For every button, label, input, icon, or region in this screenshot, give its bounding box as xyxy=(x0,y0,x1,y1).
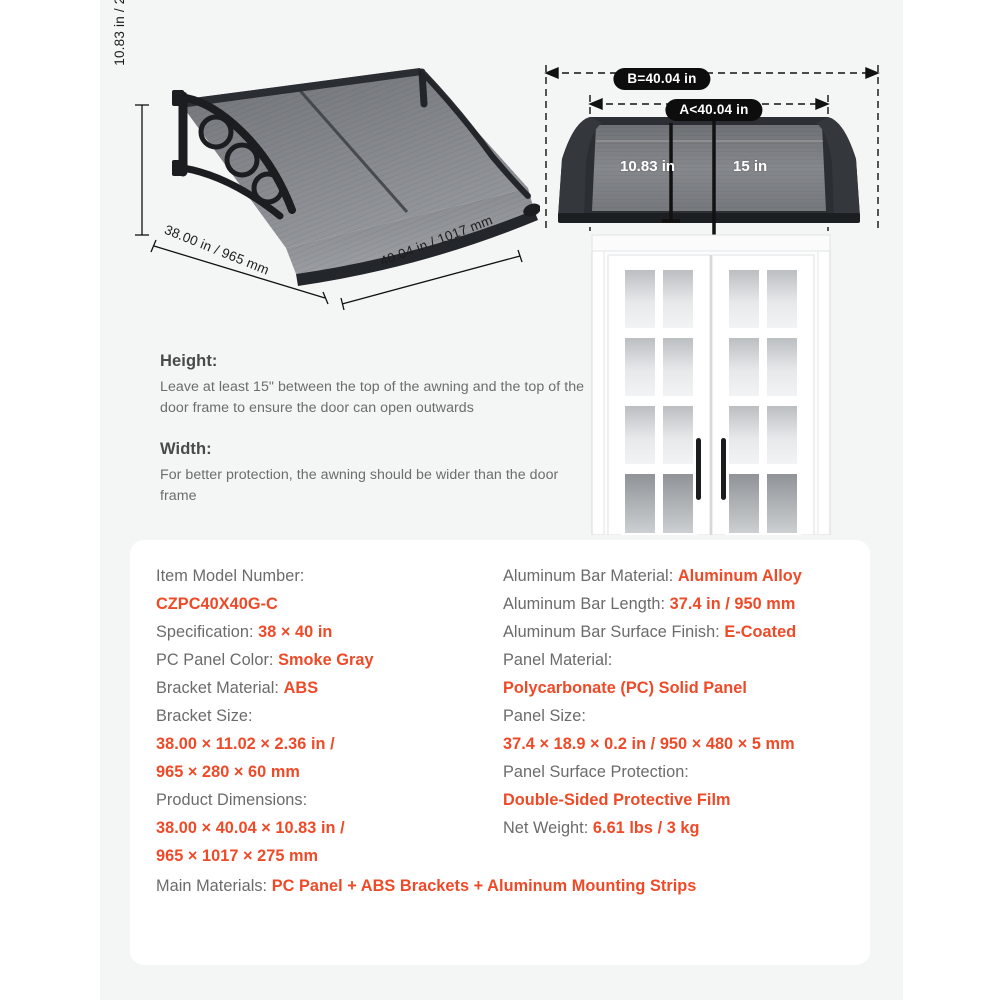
main-materials-value: PC Panel + ABS Brackets + Aluminum Mount… xyxy=(271,877,697,896)
installation-instructions: Height: Leave at least 15" between the t… xyxy=(160,352,590,506)
dimension-lines xyxy=(135,104,523,310)
right-bracket xyxy=(418,68,531,199)
spec-label: Bracket Material: xyxy=(156,679,284,698)
specifications-card: Item Model Number: CZPC40X40G-C Specificat… xyxy=(130,540,870,965)
right-row: Panel Size: xyxy=(503,702,844,730)
right-row: Aluminum Bar Material: Aluminum Alloy xyxy=(503,562,844,590)
left-bracket xyxy=(172,90,296,220)
spec-value: Smoke Gray xyxy=(278,651,374,670)
main-materials-label: Main Materials: xyxy=(156,877,272,896)
spec-label: Aluminum Bar Length: xyxy=(503,595,670,614)
dimension-badge-a: A<40.04 in xyxy=(665,99,763,121)
right-row: Net Weight: 6.61 lbs / 3 kg xyxy=(503,814,844,842)
spec-value: 38.00 × 40.04 × 10.83 in / xyxy=(156,819,345,838)
awning-clearance-label: 15 in xyxy=(733,158,768,175)
spec-value: 37.4 in / 950 mm xyxy=(669,595,796,614)
right-row: Aluminum Bar Surface Finish: E-Coated xyxy=(503,618,844,646)
left-row: 38.00 × 11.02 × 2.36 in / xyxy=(156,730,497,758)
spec-label: Aluminum Bar Material: xyxy=(503,567,678,585)
left-leaf-panes xyxy=(621,266,697,535)
spec-label: Aluminum Bar Surface Finish: xyxy=(503,623,725,642)
right-row: Panel Surface Protection: xyxy=(503,758,844,786)
right-row: Double-Sided Protective Film xyxy=(503,786,844,814)
spec-label: Panel Size: xyxy=(503,707,586,726)
french-door xyxy=(591,234,831,535)
right-row: Polycarbonate (PC) Solid Panel xyxy=(503,674,844,702)
spec-value: CZPC40X40G-C xyxy=(156,595,278,614)
left-row: Item Model Number: xyxy=(156,562,497,590)
spec-column-left: Item Model Number: CZPC40X40G-C Specificat… xyxy=(156,562,497,870)
left-row: Bracket Size: xyxy=(156,702,497,730)
right-row: 37.4 × 18.9 × 0.2 in / 950 × 480 × 5 mm xyxy=(503,730,844,758)
door-handle-right xyxy=(721,438,726,500)
left-row: 965 × 1017 × 275 mm xyxy=(156,842,497,870)
left-row: CZPC40X40G-C xyxy=(156,590,497,618)
spec-value: ABS xyxy=(283,679,319,698)
spec-value: Double-Sided Protective Film xyxy=(503,791,731,810)
spec-label: Item Model Number: xyxy=(156,567,305,585)
awning-depth-label: 10.83 in xyxy=(620,158,676,175)
spec-label: PC Panel Color: xyxy=(156,651,279,670)
spec-value: 38 × 40 in xyxy=(258,623,333,642)
main-materials-row: Main Materials: PC Panel + ABS Brackets … xyxy=(156,872,844,900)
right-leaf-panes xyxy=(725,266,801,535)
width-heading: Width: xyxy=(160,440,212,459)
spec-label: Panel Surface Protection: xyxy=(503,763,689,782)
left-row: Bracket Material: ABS xyxy=(156,674,497,702)
dimension-arrow-b xyxy=(544,66,880,80)
height-body: Leave at least 15" between the top of th… xyxy=(160,379,585,416)
spec-value: Aluminum Alloy xyxy=(677,567,802,585)
spec-value: E-Coated xyxy=(724,623,797,642)
spec-label: Bracket Size: xyxy=(156,707,253,726)
spec-value: 965 × 280 × 60 mm xyxy=(156,763,300,782)
spec-value: Polycarbonate (PC) Solid Panel xyxy=(503,679,747,698)
spec-value: 965 × 1017 × 275 mm xyxy=(156,847,319,866)
spec-label: Specification: xyxy=(156,623,259,642)
left-row: Specification: 38 × 40 in xyxy=(156,618,497,646)
dimension-badge-b: B=40.04 in xyxy=(613,68,711,90)
spec-value: 38.00 × 11.02 × 2.36 in / xyxy=(156,735,335,754)
awning-product-illustration xyxy=(120,60,540,310)
spec-label: Product Dimensions: xyxy=(156,791,308,810)
right-row: Panel Material: xyxy=(503,646,844,674)
left-row: PC Panel Color: Smoke Gray xyxy=(156,646,497,674)
left-row: 965 × 280 × 60 mm xyxy=(156,758,497,786)
right-row: Aluminum Bar Length: 37.4 in / 950 mm xyxy=(503,590,844,618)
left-row: Product Dimensions: xyxy=(156,786,497,814)
dimension-label-height: 10.83 in / 275 mm xyxy=(112,0,127,66)
spec-value: 37.4 × 18.9 × 0.2 in / 950 × 480 × 5 mm xyxy=(503,735,795,754)
awning-over-door-diagram xyxy=(540,55,900,535)
door-handle-left xyxy=(696,438,701,500)
spec-value: 6.61 lbs / 3 kg xyxy=(592,819,700,838)
spec-label: Panel Material: xyxy=(503,651,613,670)
width-body: For better protection, the awning should… xyxy=(160,467,559,504)
aluminum-mounting-strip xyxy=(558,213,860,223)
spec-label: Net Weight: xyxy=(503,819,593,838)
front-trim-bar xyxy=(296,210,538,286)
left-row: 38.00 × 40.04 × 10.83 in / xyxy=(156,814,497,842)
height-heading: Height: xyxy=(160,352,218,370)
